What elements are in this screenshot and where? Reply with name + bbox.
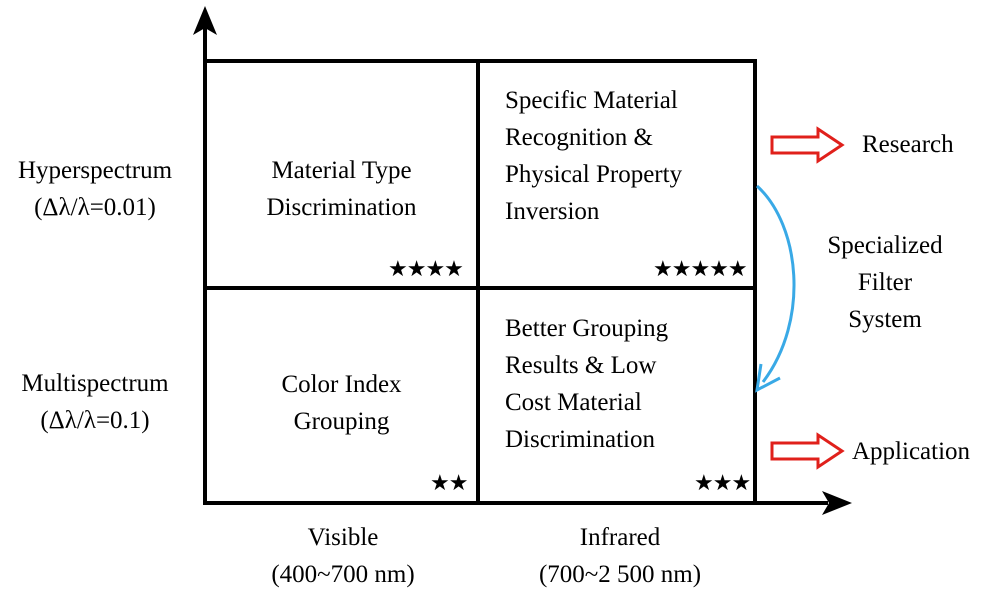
cell-bottom-left-rating: ★★: [430, 470, 468, 495]
x-label-infrared-line1: Infrared: [579, 524, 661, 551]
cell-top-left-line: Discrimination: [266, 194, 417, 221]
cell-bottom-left-text: Color Index Grouping: [210, 366, 473, 440]
research-arrow-icon: [770, 126, 845, 164]
x-label-visible-line2: (400~700 nm): [271, 561, 415, 588]
cell-top-right-line: Inversion: [505, 198, 600, 225]
x-axis-arrowhead: [822, 491, 852, 515]
cell-top-left-line: Material Type: [271, 157, 412, 184]
cell-bottom-left-line: Color Index: [281, 371, 402, 398]
filter-curve-arrowhead-icon: [755, 363, 781, 393]
filter-system-line: Filter: [857, 269, 913, 296]
cell-bottom-left-line: Grouping: [293, 408, 390, 435]
cell-bottom-right-rating: ★★★: [694, 470, 751, 495]
filter-system-line: Specialized: [827, 232, 943, 259]
y-label-multi-line2: (Δλ/λ=0.1): [40, 407, 150, 434]
cell-bottom-right-line: Discrimination: [505, 426, 655, 453]
x-label-visible-line1: Visible: [307, 524, 379, 551]
y-label-hyper-line2: (Δλ/λ=0.01): [34, 194, 156, 221]
x-label-infrared: Infrared (700~2 500 nm): [495, 519, 745, 593]
filter-system-line: System: [848, 306, 922, 333]
cell-bottom-right-line: Better Grouping: [505, 315, 669, 342]
filter-curve-arrow: [755, 184, 796, 383]
cell-top-left-rating: ★★★★: [388, 256, 464, 281]
y-label-multispectrum: Multispectrum (Δλ/λ=0.1): [0, 365, 190, 439]
application-arrow-icon: [770, 432, 845, 470]
y-label-multi-line1: Multispectrum: [21, 370, 169, 397]
x-label-visible: Visible (400~700 nm): [238, 519, 448, 593]
research-label: Research: [862, 131, 954, 158]
application-label: Application: [852, 438, 971, 465]
cell-top-right-rating: ★★★★★: [653, 256, 748, 281]
y-label-hyperspectrum: Hyperspectrum (Δλ/λ=0.01): [0, 152, 190, 226]
cell-top-right-line: Specific Material: [505, 87, 678, 114]
y-label-hyper-line1: Hyperspectrum: [17, 157, 173, 184]
cell-bottom-right-line: Cost Material: [505, 389, 642, 416]
cell-bottom-right-text: Better Grouping Results & Low Cost Mater…: [505, 310, 750, 458]
cell-top-right-text: Specific Material Recognition & Physical…: [505, 82, 750, 230]
cell-top-right-line: Recognition &: [505, 124, 653, 151]
cell-top-left-text: Material Type Discrimination: [210, 152, 473, 226]
cell-top-right-line: Physical Property: [505, 161, 683, 188]
y-axis-arrowhead: [193, 6, 217, 35]
x-label-infrared-line2: (700~2 500 nm): [538, 561, 702, 588]
cell-bottom-right-line: Results & Low: [505, 352, 657, 379]
filter-system-label: Specialized Filter System: [800, 227, 970, 338]
